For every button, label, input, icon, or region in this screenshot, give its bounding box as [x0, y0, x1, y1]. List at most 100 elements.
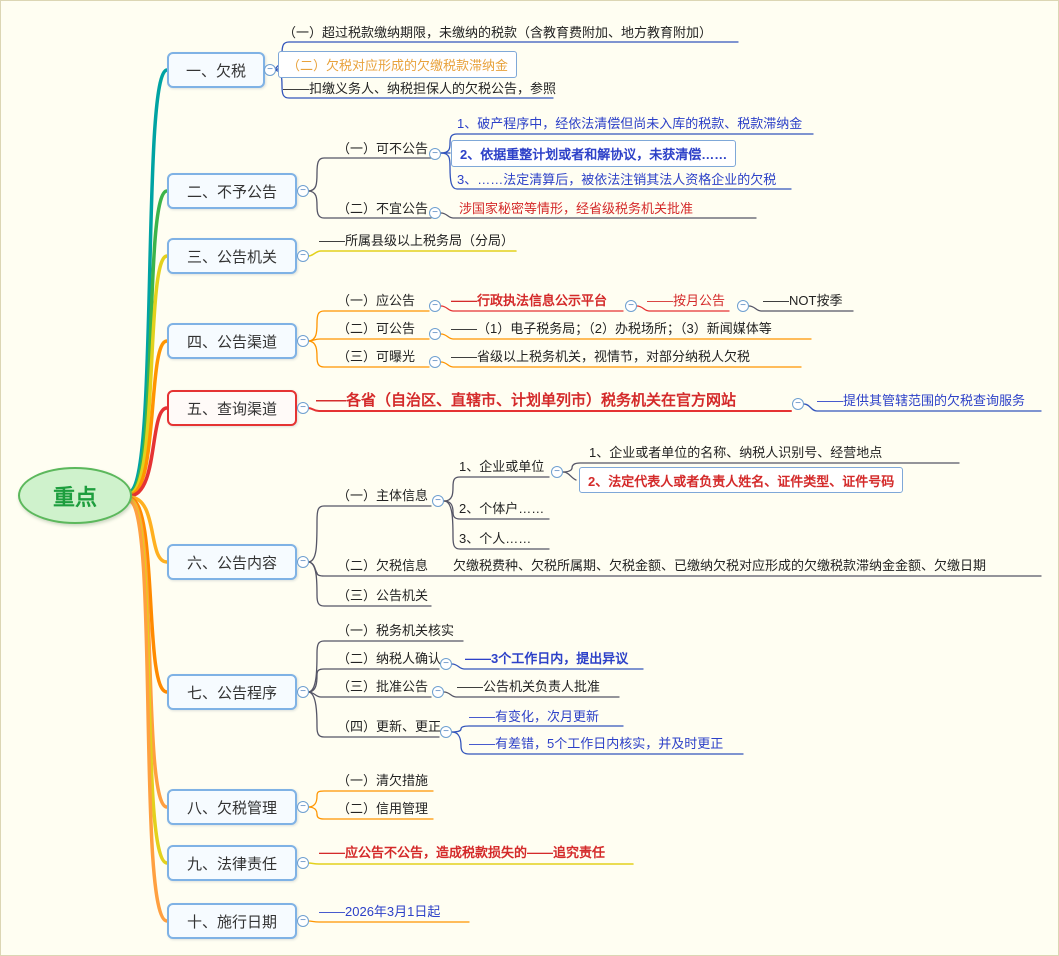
main-topic-5[interactable]: 五、查询渠道	[167, 390, 297, 426]
sub-line	[440, 361, 802, 368]
main-topic-3[interactable]: 三、公告机关	[167, 238, 297, 274]
sub-line	[451, 731, 744, 755]
main-topic-4[interactable]: 四、公告渠道	[167, 323, 297, 359]
node-b5-c1-g1[interactable]: ——提供其管辖范围的欠税查询服务	[817, 393, 1026, 408]
node-b7-c2[interactable]: （二）纳税人确认	[337, 651, 442, 666]
sub-line	[443, 691, 620, 698]
node-b6-c1-g1[interactable]: 1、企业或单位	[459, 459, 545, 474]
sub-line	[636, 305, 730, 312]
sub-line	[307, 862, 634, 865]
branch-line-4	[127, 339, 169, 497]
collapse-icon[interactable]	[429, 148, 441, 160]
collapse-icon[interactable]	[432, 686, 444, 698]
branch-line-10	[127, 499, 169, 923]
node-b2-c1-g2[interactable]: 2、依据重整计划或者和解协议，未获清偿……	[451, 140, 737, 167]
node-b4-c3-g1[interactable]: ——省级以上税务机关，视情节，对部分纳税人欠税	[451, 349, 751, 364]
main-topic-2[interactable]: 二、不予公告	[167, 173, 297, 209]
collapse-icon[interactable]	[737, 300, 749, 312]
branch-line-1	[127, 68, 169, 494]
collapse-icon[interactable]	[551, 466, 563, 478]
sub-line	[307, 310, 430, 342]
node-b4-c2-g1[interactable]: ——（1）电子税务局；（2）办税场所；（3）新闻媒体等	[451, 321, 772, 336]
collapse-icon[interactable]	[625, 300, 637, 312]
sub-line	[440, 152, 792, 190]
main-topic-10[interactable]: 十、施行日期	[167, 903, 297, 939]
collapse-icon[interactable]	[429, 300, 441, 312]
collapse-icon[interactable]	[297, 857, 309, 869]
node-b8-c2[interactable]: （二）信用管理	[337, 801, 429, 816]
branch-line-7	[127, 496, 169, 694]
collapse-icon[interactable]	[440, 658, 452, 670]
sub-line	[440, 333, 812, 340]
node-b10-c1[interactable]: ——2026年3月1日起	[319, 904, 441, 919]
node-b6-c3[interactable]: （三）公告机关	[337, 588, 429, 603]
node-b2-c1-g1[interactable]: 1、破产程序中，经依法清偿但尚未入库的税款、税款滞纳金	[457, 116, 803, 131]
node-b4-c1[interactable]: （一）应公告	[337, 293, 416, 308]
node-b7-c3[interactable]: （三）批准公告	[337, 679, 429, 694]
sub-line	[562, 462, 960, 473]
node-b4-c1-g3[interactable]: ——NOT按季	[763, 293, 843, 308]
collapse-icon[interactable]	[792, 398, 804, 410]
collapse-icon[interactable]	[429, 328, 441, 340]
collapse-icon[interactable]	[429, 207, 441, 219]
node-b4-c1-g1[interactable]: ——行政执法信息公示平台	[451, 293, 608, 308]
node-b4-c3[interactable]: （三）可曝光	[337, 349, 416, 364]
main-topic-7[interactable]: 七、公告程序	[167, 674, 297, 710]
node-b4-c1-g2[interactable]: ——按月公告	[647, 293, 726, 308]
node-b2-c1[interactable]: （一）可不公告	[337, 141, 429, 156]
node-b3-c1[interactable]: ——所属县级以上税务局（分局）	[319, 233, 515, 248]
sub-line	[803, 403, 1042, 412]
node-b7-c4-g1[interactable]: ——有变化，次月更新	[469, 709, 600, 724]
sub-line	[440, 133, 814, 154]
root-topic[interactable]: 重点	[18, 467, 132, 524]
collapse-icon[interactable]	[297, 801, 309, 813]
node-b7-c4-g2[interactable]: ——有差错，5个工作日内核实，并及时更正	[469, 736, 724, 751]
node-b2-c1-g3[interactable]: 3、……法定清算后，被依法注销其法人资格企业的欠税	[457, 172, 777, 187]
node-b1-c2[interactable]: （二）欠税对应形成的欠缴税款滞纳金	[278, 51, 518, 78]
node-b4-c2[interactable]: （二）可公告	[337, 321, 416, 336]
node-b6-gg2[interactable]: 2、法定代表人或者负责人姓名、证件类型、证件号码	[579, 467, 904, 493]
sub-line	[748, 305, 854, 312]
branch-line-6	[127, 495, 169, 564]
collapse-icon[interactable]	[297, 686, 309, 698]
node-b6-gg1[interactable]: 1、企业或者单位的名称、纳税人识别号、经营地点	[589, 445, 883, 460]
node-b7-c4[interactable]: （四）更新、更正	[337, 719, 442, 734]
collapse-icon[interactable]	[297, 185, 309, 197]
node-b1-c1[interactable]: （一）超过税款缴纳期限，未缴纳的税款（含教育费附加、地方教育附加）	[283, 25, 713, 40]
node-b6-c1-g3[interactable]: 3、个人……	[459, 531, 532, 546]
node-b8-c1[interactable]: （一）清欠措施	[337, 773, 429, 788]
sub-line	[307, 407, 792, 412]
node-b6-c2[interactable]: （二）欠税信息	[337, 558, 429, 573]
node-b5-c1[interactable]: ——各省（自治区、直辖市、计划单列市）税务机关在官方网站	[316, 392, 737, 409]
main-topic-9[interactable]: 九、法律责任	[167, 845, 297, 881]
sub-line	[307, 250, 517, 257]
node-b6-c2-g1[interactable]: 欠缴税费种、欠税所属期、欠税金额、已缴纳欠税对应形成的欠缴税款滞纳金金额、欠缴日…	[453, 558, 987, 573]
main-topic-8[interactable]: 八、欠税管理	[167, 789, 297, 825]
sub-line	[307, 505, 432, 563]
main-topic-1[interactable]: 一、欠税	[167, 52, 265, 88]
sub-line	[307, 691, 440, 738]
node-b9-c1[interactable]: ——应公告不公告，造成税款损失的——追究责任	[319, 845, 606, 860]
collapse-icon[interactable]	[429, 356, 441, 368]
collapse-icon[interactable]	[297, 335, 309, 347]
node-b1-c3[interactable]: ——扣缴义务人、纳税担保人的欠税公告，参照	[283, 81, 557, 96]
collapse-icon[interactable]	[264, 64, 276, 76]
collapse-icon[interactable]	[440, 726, 452, 738]
node-b7-c1[interactable]: （一）税务机关核实	[337, 623, 455, 638]
node-b2-c2-g1[interactable]: 涉国家秘密等情形，经省级税务机关批准	[459, 201, 694, 216]
node-b2-c2[interactable]: （二）不宜公告	[337, 201, 429, 216]
sub-line	[451, 663, 644, 670]
sub-line	[307, 338, 430, 342]
collapse-icon[interactable]	[297, 250, 309, 262]
node-b7-c3-g1[interactable]: ——公告机关负责人批准	[457, 679, 601, 694]
collapse-icon[interactable]	[432, 495, 444, 507]
node-b6-c1-g2[interactable]: 2、个体户……	[459, 501, 545, 516]
main-topic-6[interactable]: 六、公告内容	[167, 544, 297, 580]
collapse-icon[interactable]	[297, 915, 309, 927]
node-b7-c2-g1[interactable]: ——3个工作日内，提出异议	[465, 651, 629, 666]
collapse-icon[interactable]	[297, 402, 309, 414]
sub-line	[307, 190, 432, 219]
node-b6-c1[interactable]: （一）主体信息	[337, 488, 429, 503]
collapse-icon[interactable]	[297, 556, 309, 568]
